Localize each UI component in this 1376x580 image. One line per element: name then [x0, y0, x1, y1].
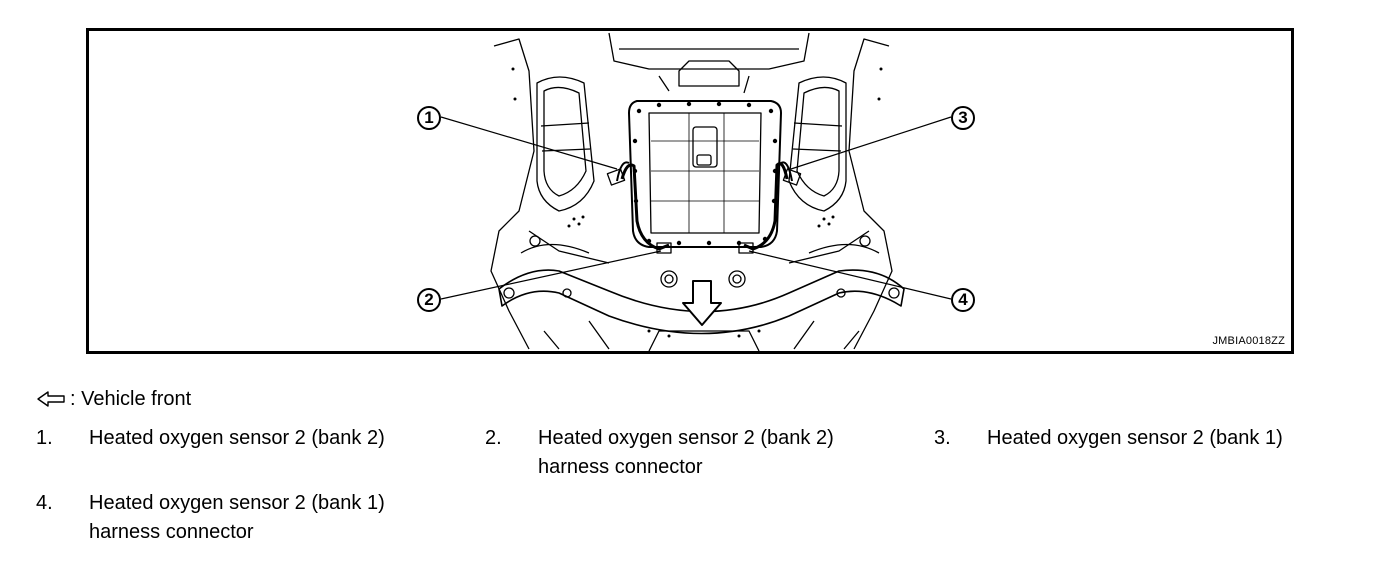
legend-item-text: Heated oxygen sensor 2 (bank 2) — [538, 427, 834, 449]
callout-2: 2 — [417, 288, 441, 312]
outline-arrow-left-icon — [37, 391, 65, 407]
leader-line-4 — [748, 250, 952, 300]
image-code: JMBIA0018ZZ — [1212, 335, 1285, 347]
callout-4: 4 — [951, 288, 975, 312]
left-exhaust-pipe — [536, 76, 595, 212]
callout-3: 3 — [951, 106, 975, 130]
vehicle-front-legend: : Vehicle front — [36, 387, 191, 411]
bank2-harness — [620, 163, 670, 251]
legend-item-text: Heated oxygen sensor 2 (bank 1) — [987, 427, 1283, 449]
legend-item-text: Heated oxygen sensor 2 (bank 1) — [89, 492, 385, 514]
leader-line-2 — [440, 250, 662, 300]
vehicle-front-label: : Vehicle front — [70, 388, 192, 410]
front-crossmember — [498, 269, 905, 335]
underbody-drawing — [440, 32, 952, 351]
vehicle-front-arrow — [682, 280, 722, 326]
legend-item-number: 2. — [485, 427, 502, 449]
legend-item-text-line2: harness connector — [89, 521, 254, 543]
legend-item-text: Heated oxygen sensor 2 (bank 2) — [89, 427, 385, 449]
callout-1: 1 — [417, 106, 441, 130]
legend-item-text-line2: harness connector — [538, 456, 703, 478]
bank1-harness — [743, 162, 789, 251]
legend-item-number: 4. — [36, 492, 53, 514]
legend-item-number: 3. — [934, 427, 951, 449]
diagram-frame: 1 2 3 4 JMBIA0018ZZ — [86, 28, 1294, 354]
leader-line-1 — [440, 116, 618, 170]
leader-line-3 — [790, 116, 952, 170]
legend-item-number: 1. — [36, 427, 53, 449]
oil-pan — [628, 100, 782, 248]
right-exhaust-pipe — [788, 76, 847, 212]
